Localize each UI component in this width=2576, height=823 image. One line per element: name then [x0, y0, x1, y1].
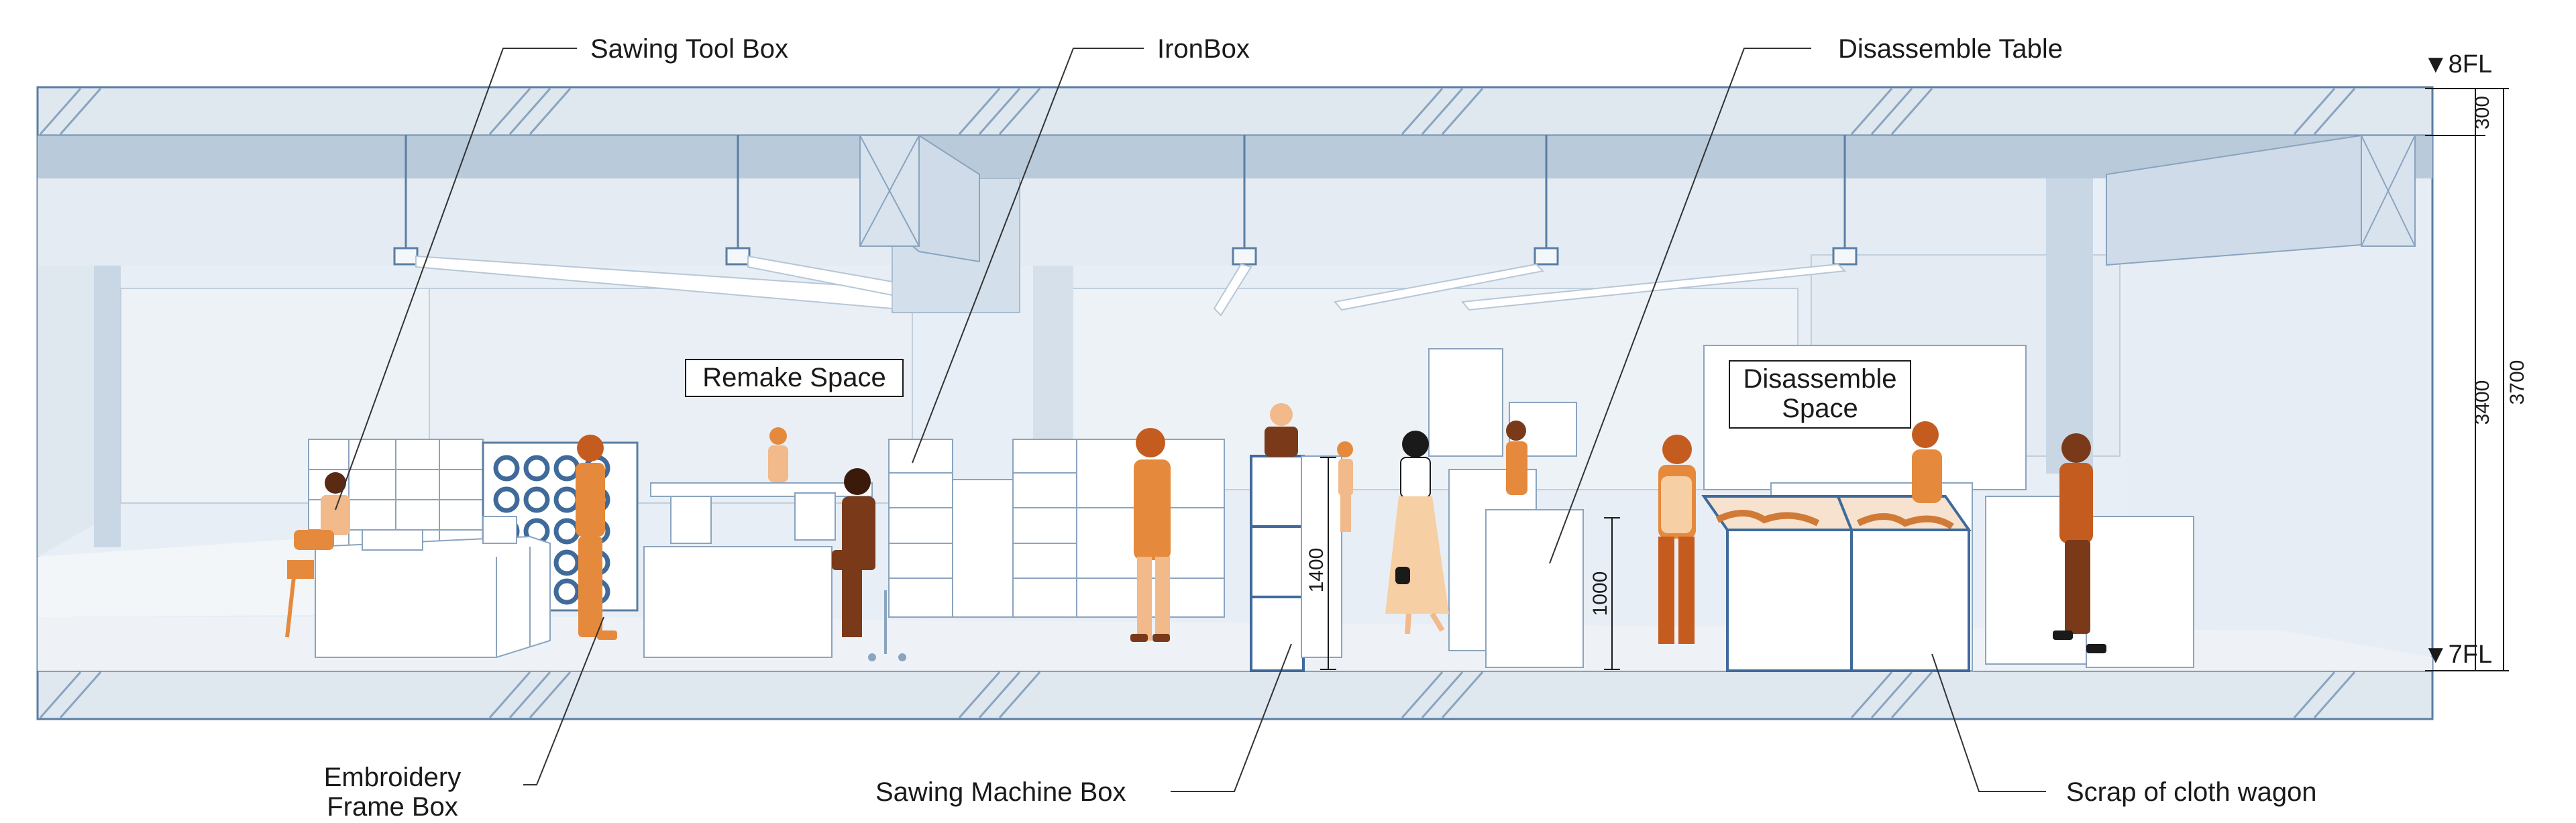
- room-height-dimension: 3400: [2471, 380, 2493, 425]
- disassemble-tables: [1701, 495, 1972, 672]
- person-walking-right: [2053, 433, 2106, 653]
- person-at-table: [1912, 421, 1942, 503]
- box-height-text: 1400: [1305, 548, 1328, 593]
- remake-space-text: Remake Space: [702, 363, 885, 392]
- floor-to-floor-dimension: 3700: [2506, 360, 2528, 405]
- level-7fl: ▼7FL: [2423, 641, 2492, 669]
- callout-iron-box: IronBox: [1157, 34, 1250, 64]
- person-back-iron: [1265, 403, 1298, 457]
- callout-sawing-machine-box: Sawing Machine Box: [875, 777, 1126, 807]
- dimension-table-height: 1000: [1589, 517, 1620, 670]
- air-duct-left: [859, 135, 980, 263]
- dimension-box-height: 1400: [1305, 457, 1336, 670]
- right-cabinets: [1985, 496, 2194, 668]
- disassemble-space-text-line1: Disassemble: [1743, 364, 1897, 394]
- table-height-text: 1000: [1589, 571, 1611, 616]
- sewing-desk-left: [315, 516, 551, 658]
- air-duct-right: [2106, 134, 2416, 266]
- callout-embroidery-line1: Embroidery: [324, 763, 462, 792]
- person-seated-sewing: [832, 468, 906, 661]
- person-walking-dress: [1385, 431, 1449, 635]
- disassemble-space-text-line2: Space: [1782, 394, 1858, 423]
- ceiling-zone-dimension: 300: [2471, 96, 2493, 129]
- sawing-machine-box-tower: [1250, 455, 1305, 672]
- person-standing-embroidery: [576, 435, 617, 640]
- person-child: [1337, 441, 1353, 532]
- person-ironing: [1130, 428, 1171, 642]
- sewing-desk-center: [643, 482, 873, 658]
- person-back-center: [768, 427, 788, 482]
- callout-sawing-tool-box: Sawing Tool Box: [590, 34, 788, 64]
- remake-space-label: Remake Space: [685, 359, 904, 397]
- iron-box-shelves: [888, 439, 1225, 618]
- person-back-cabinet: [1506, 421, 1527, 495]
- person-backpack: [1658, 435, 1696, 644]
- person-seated-left: [285, 472, 350, 638]
- callout-scrap-of-cloth-wagon: Scrap of cloth wagon: [2066, 777, 2317, 807]
- callout-disassemble-table: Disassemble Table: [1838, 34, 2063, 64]
- lower-slab: [36, 669, 2434, 720]
- level-8fl: ▼8FL: [2423, 50, 2492, 78]
- leader-lines: [335, 48, 2046, 792]
- disassemble-space-label: Disassemble Space: [1729, 360, 1911, 429]
- ceiling-lights: [393, 135, 1858, 317]
- callout-embroidery-line2: Frame Box: [327, 792, 458, 822]
- level-dimension-chain: [2425, 88, 2509, 671]
- upper-slab: [36, 86, 2434, 137]
